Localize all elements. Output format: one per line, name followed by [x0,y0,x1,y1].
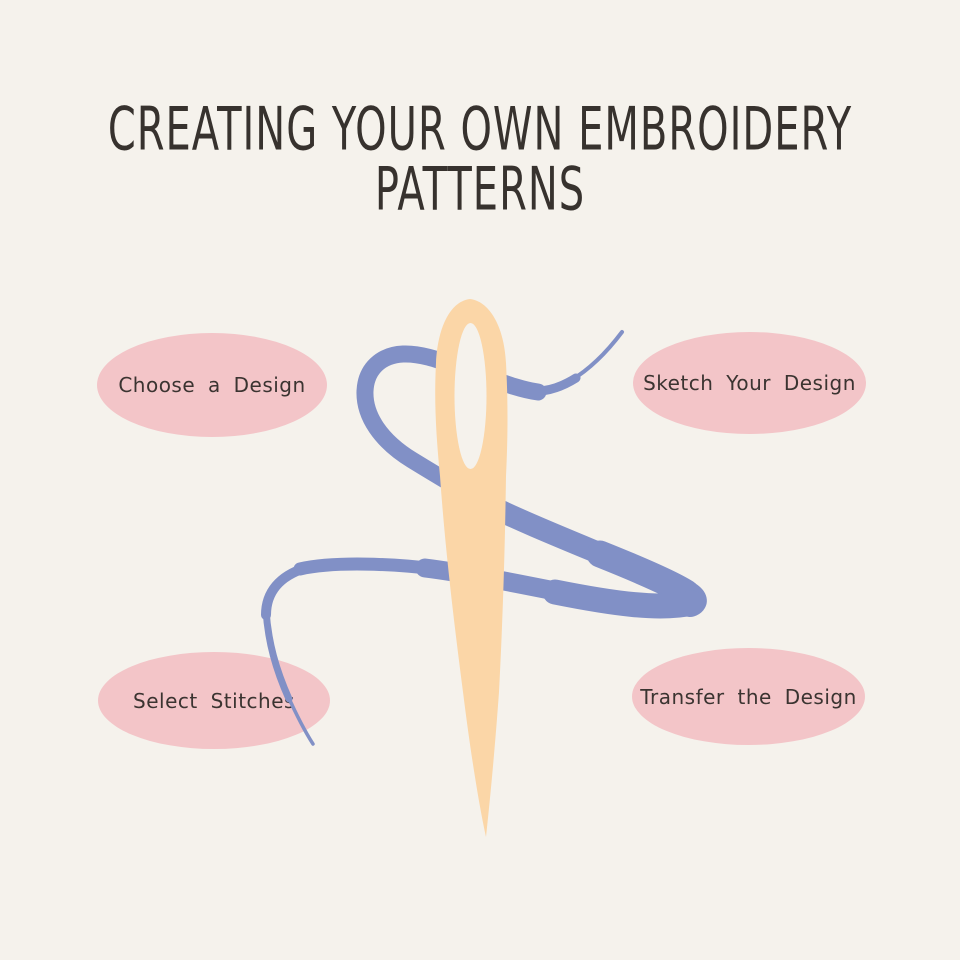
step-bubble-choose-a-design: Choose a Design [97,333,327,437]
page-title: CREATING YOUR OWN EMBROIDERY PATTERNS [0,100,960,220]
step-bubble-sketch-your-design: Sketch Your Design [633,332,866,434]
thread-curve-icon [261,330,707,746]
needle-eye [454,323,487,469]
step-label: Sketch Your Design [643,371,856,395]
page-title-line-2: PATTERNS [374,155,586,225]
step-label: Select Stitches [133,688,295,713]
step-bubble-transfer-the-design: Transfer the Design [632,648,865,745]
step-label: Transfer the Design [640,684,857,709]
page-title-line-1: CREATING YOUR OWN EMBROIDERY [107,95,853,165]
needle-icon [435,299,508,837]
needle-body [435,299,508,837]
step-bubble-select-stitches: Select Stitches [98,652,330,749]
step-label: Choose a Design [118,373,306,397]
